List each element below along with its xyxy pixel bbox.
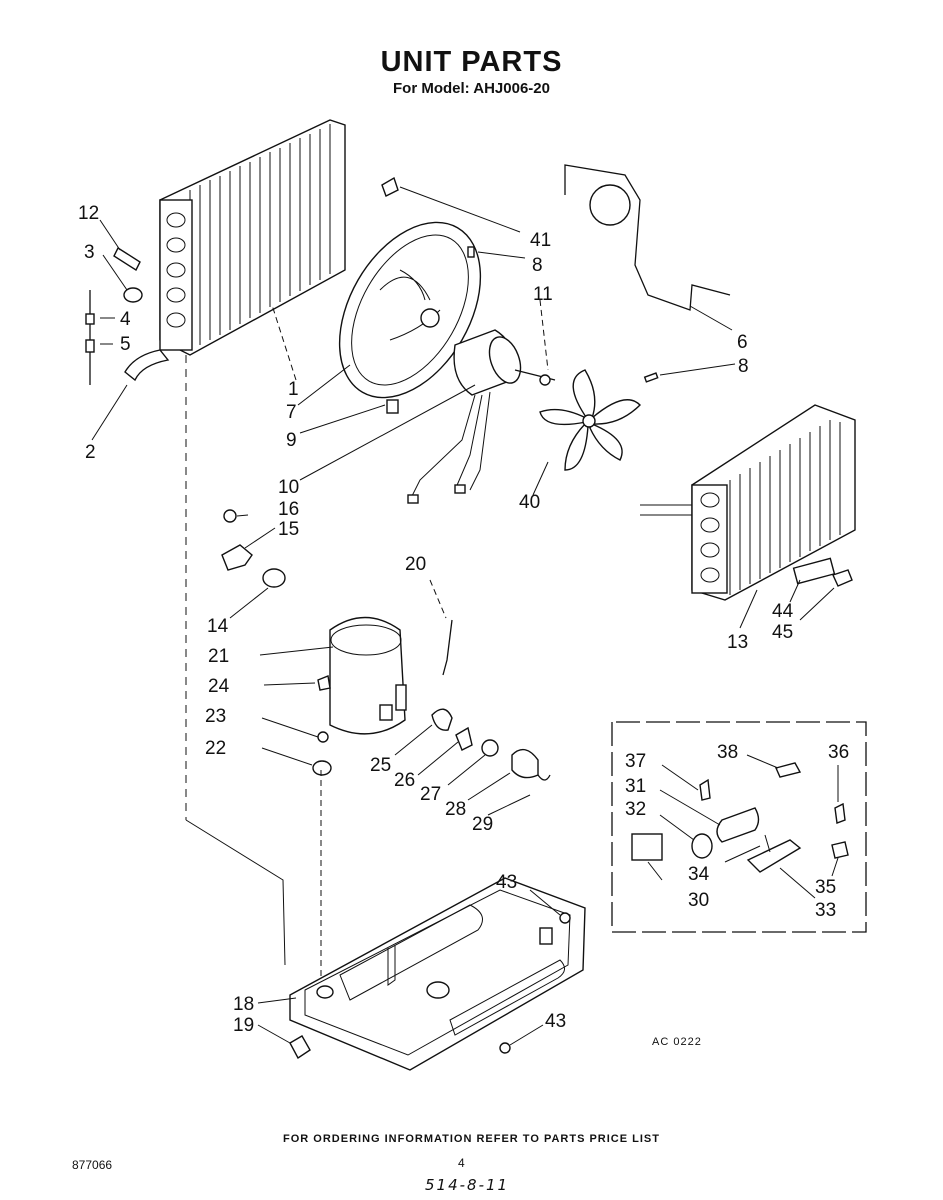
- callout-14: 14: [207, 616, 229, 637]
- heater-wire: [564, 164, 731, 311]
- callout-1: 1: [288, 379, 299, 400]
- inset-code: AC 0222: [652, 1036, 702, 1048]
- grommet-22: [312, 760, 332, 776]
- part-8-right: [643, 372, 659, 383]
- callout-19: 19: [233, 1015, 254, 1036]
- callout-13: 13: [727, 632, 748, 653]
- callout-36: 36: [828, 742, 849, 763]
- part-8-top: [467, 246, 475, 258]
- part-27: [481, 739, 499, 757]
- grommet-3: [123, 287, 143, 303]
- fan-motor: [407, 329, 556, 504]
- callout-5: 5: [120, 334, 131, 355]
- callout-35: 35: [815, 877, 836, 898]
- part-28: [511, 748, 539, 779]
- part-9: [386, 399, 399, 414]
- part-19: [289, 1035, 311, 1060]
- tube-12: [113, 246, 141, 272]
- part-14: [262, 568, 286, 588]
- callout-38: 38: [717, 742, 738, 763]
- base-pan: [289, 877, 586, 1071]
- screw-43-bottom: [499, 1042, 511, 1054]
- callout-7: 7: [286, 402, 297, 423]
- callout-15: 15: [278, 519, 299, 540]
- part-25: [431, 708, 453, 731]
- washer-23: [317, 731, 329, 743]
- callout-40: 40: [519, 492, 540, 513]
- callout-31: 31: [625, 776, 646, 797]
- callout-28: 28: [445, 799, 466, 820]
- screw-43-top: [559, 912, 571, 924]
- callout-24: 24: [208, 676, 230, 697]
- fan-blade: [539, 369, 641, 471]
- callout-27: 27: [420, 784, 441, 805]
- tube-2: [124, 349, 170, 382]
- callout-29: 29: [472, 814, 493, 835]
- callout-32: 32: [625, 799, 646, 820]
- callout-44: 44: [772, 601, 794, 622]
- document-number: 877066: [72, 1158, 113, 1172]
- screw-16: [223, 509, 237, 523]
- part-26: [455, 726, 473, 751]
- wire-20: [442, 619, 453, 676]
- part-29: [537, 774, 551, 781]
- callout-3: 3: [84, 242, 95, 263]
- callout-22: 22: [205, 738, 226, 759]
- callout-25: 25: [370, 755, 391, 776]
- callout-8-right: 8: [738, 356, 749, 377]
- clamp-15: [221, 544, 253, 571]
- callout-26: 26: [394, 770, 415, 791]
- callout-41: 41: [530, 230, 551, 251]
- callout-30: 30: [688, 890, 709, 911]
- callout-2: 2: [85, 442, 96, 463]
- callout-10: 10: [278, 477, 299, 498]
- callout-6: 6: [737, 332, 748, 353]
- electrical-parts-inset: [611, 721, 867, 933]
- callout-12: 12: [78, 203, 99, 224]
- callout-18: 18: [233, 994, 254, 1015]
- callout-23: 23: [205, 706, 226, 727]
- callout-45: 45: [772, 622, 793, 643]
- page-title: UNIT PARTS: [380, 46, 563, 78]
- page-number: 4: [458, 1156, 465, 1170]
- callout-4: 4: [120, 309, 131, 330]
- callout-43-top: 43: [496, 872, 517, 893]
- callout-labels: 12 3 4 5 2 1 7 9 10 16 15 14 41 8 11 6 8…: [78, 203, 849, 1036]
- callout-37: 37: [625, 751, 646, 772]
- callout-16: 16: [278, 499, 299, 520]
- callout-20: 20: [405, 554, 426, 575]
- condenser-coil: [159, 119, 346, 356]
- fan-shroud: [338, 221, 482, 399]
- clip-41: [381, 176, 399, 197]
- callout-11: 11: [533, 284, 553, 305]
- part-45: [832, 569, 853, 587]
- part-44: [792, 557, 836, 585]
- callout-8-top: 8: [532, 255, 543, 276]
- callout-21: 21: [208, 646, 229, 667]
- compressor: [329, 616, 407, 735]
- evaporator-coil: [640, 404, 856, 601]
- callout-33: 33: [815, 900, 836, 921]
- ordering-note: FOR ORDERING INFORMATION REFER TO PARTS …: [283, 1133, 660, 1145]
- callout-43-bottom: 43: [545, 1011, 566, 1032]
- callout-9: 9: [286, 430, 297, 451]
- part-24: [317, 675, 331, 691]
- leader-lines: [91, 186, 839, 1046]
- handwritten-note: 514-8-11: [425, 1176, 510, 1194]
- callout-34: 34: [688, 864, 710, 885]
- model-subtitle: For Model: AHJ006-20: [393, 80, 550, 97]
